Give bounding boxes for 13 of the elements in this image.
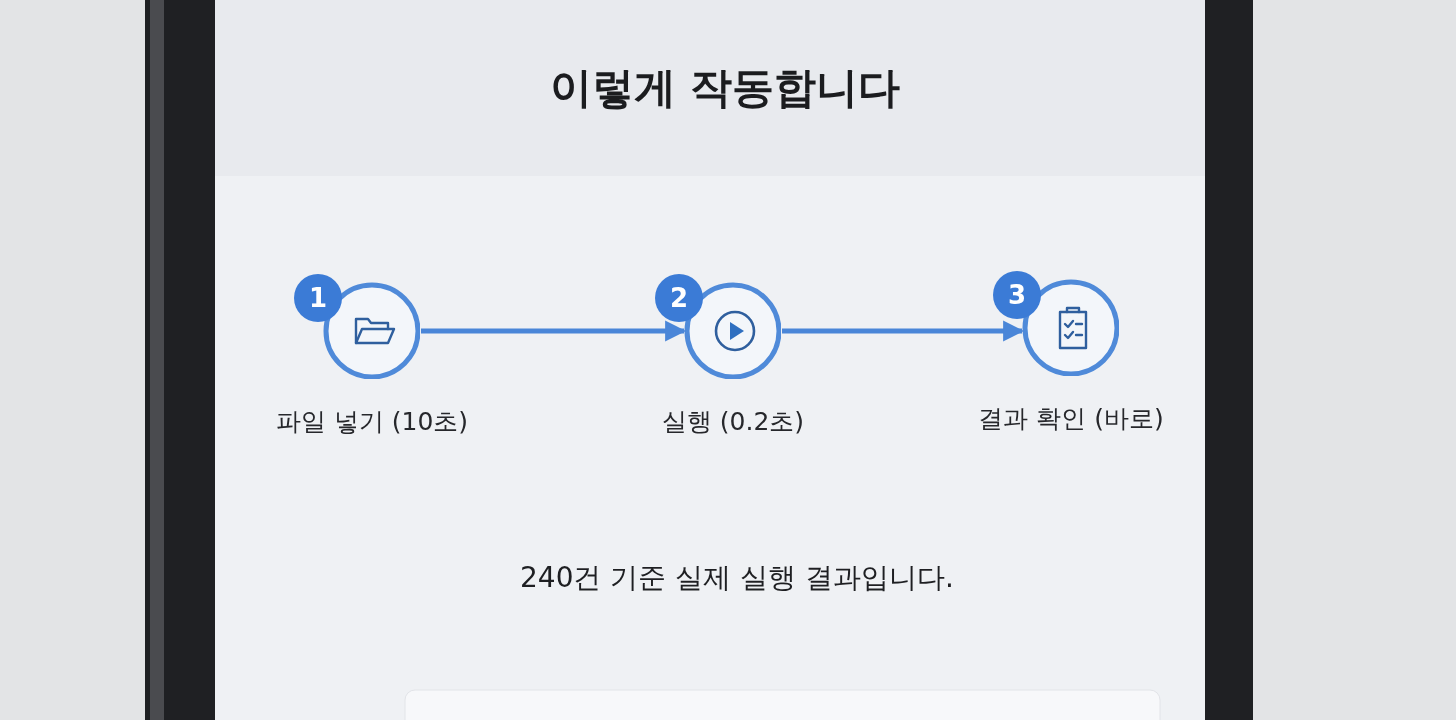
step-label: 파일 넣기 (10초) [274, 406, 470, 438]
step-label: 결과 확인 (바로) [977, 403, 1165, 435]
arrow [782, 320, 1025, 342]
step-circle [293, 273, 420, 379]
step-number: 1 [307, 282, 329, 314]
title: 이렇게 작동합니다 [548, 62, 902, 114]
note-text: 240건 기준 실제 실행 결과입니다. [519, 560, 955, 596]
step-number: 3 [1006, 279, 1028, 311]
step-number: 2 [668, 282, 690, 314]
step-circle [654, 273, 781, 379]
step-label: 실행 (0.2초) [660, 406, 806, 438]
step-circle [992, 270, 1119, 376]
arrow [421, 320, 687, 342]
